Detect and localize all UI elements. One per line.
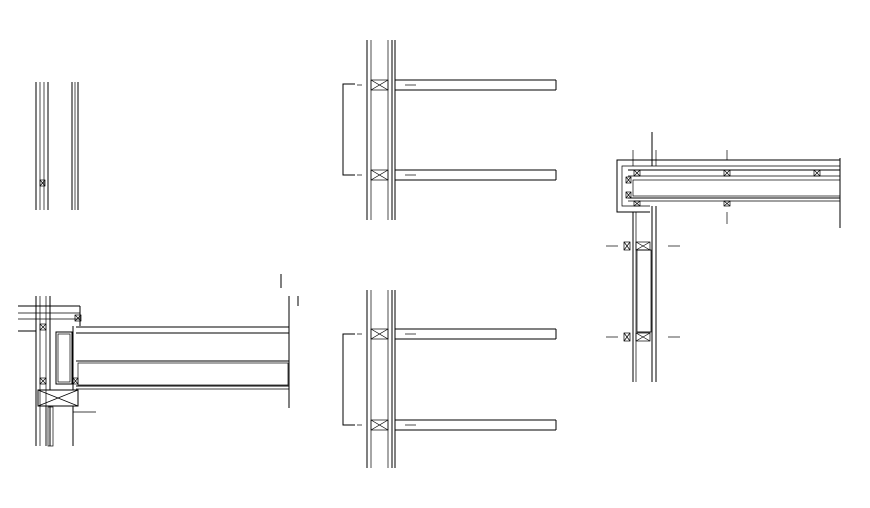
stud-block-marker — [813, 169, 821, 177]
joist-block-marker — [370, 79, 389, 91]
stud-block-marker — [635, 241, 651, 251]
stud-wall-plan-detail — [35, 82, 79, 210]
stud-block-marker — [623, 241, 631, 251]
wall-corner-insulation-detail — [606, 132, 841, 382]
joist-block-marker — [370, 328, 389, 340]
stud-block-marker — [633, 200, 641, 207]
stud-block-marker — [625, 191, 632, 199]
stud-block-marker — [39, 179, 46, 187]
joist-framing-detail-lower — [342, 290, 557, 468]
joist-block-marker — [370, 169, 389, 181]
joist-block-marker — [370, 419, 389, 431]
stud-block-marker — [723, 200, 731, 207]
joist-framing-detail-upper — [342, 40, 557, 220]
stud-block-marker — [623, 332, 631, 342]
plate-block-marker — [39, 377, 47, 385]
rim-board-block — [37, 389, 79, 407]
stud-block-marker — [625, 176, 632, 184]
plate-block-marker — [74, 314, 82, 322]
stud-block-marker — [633, 169, 641, 177]
stud-block-marker — [723, 169, 731, 177]
plate-block-marker — [39, 323, 47, 331]
stud-block-marker — [635, 332, 651, 342]
plate-block-marker — [72, 377, 79, 385]
floor-wall-connection-detail — [18, 274, 299, 447]
